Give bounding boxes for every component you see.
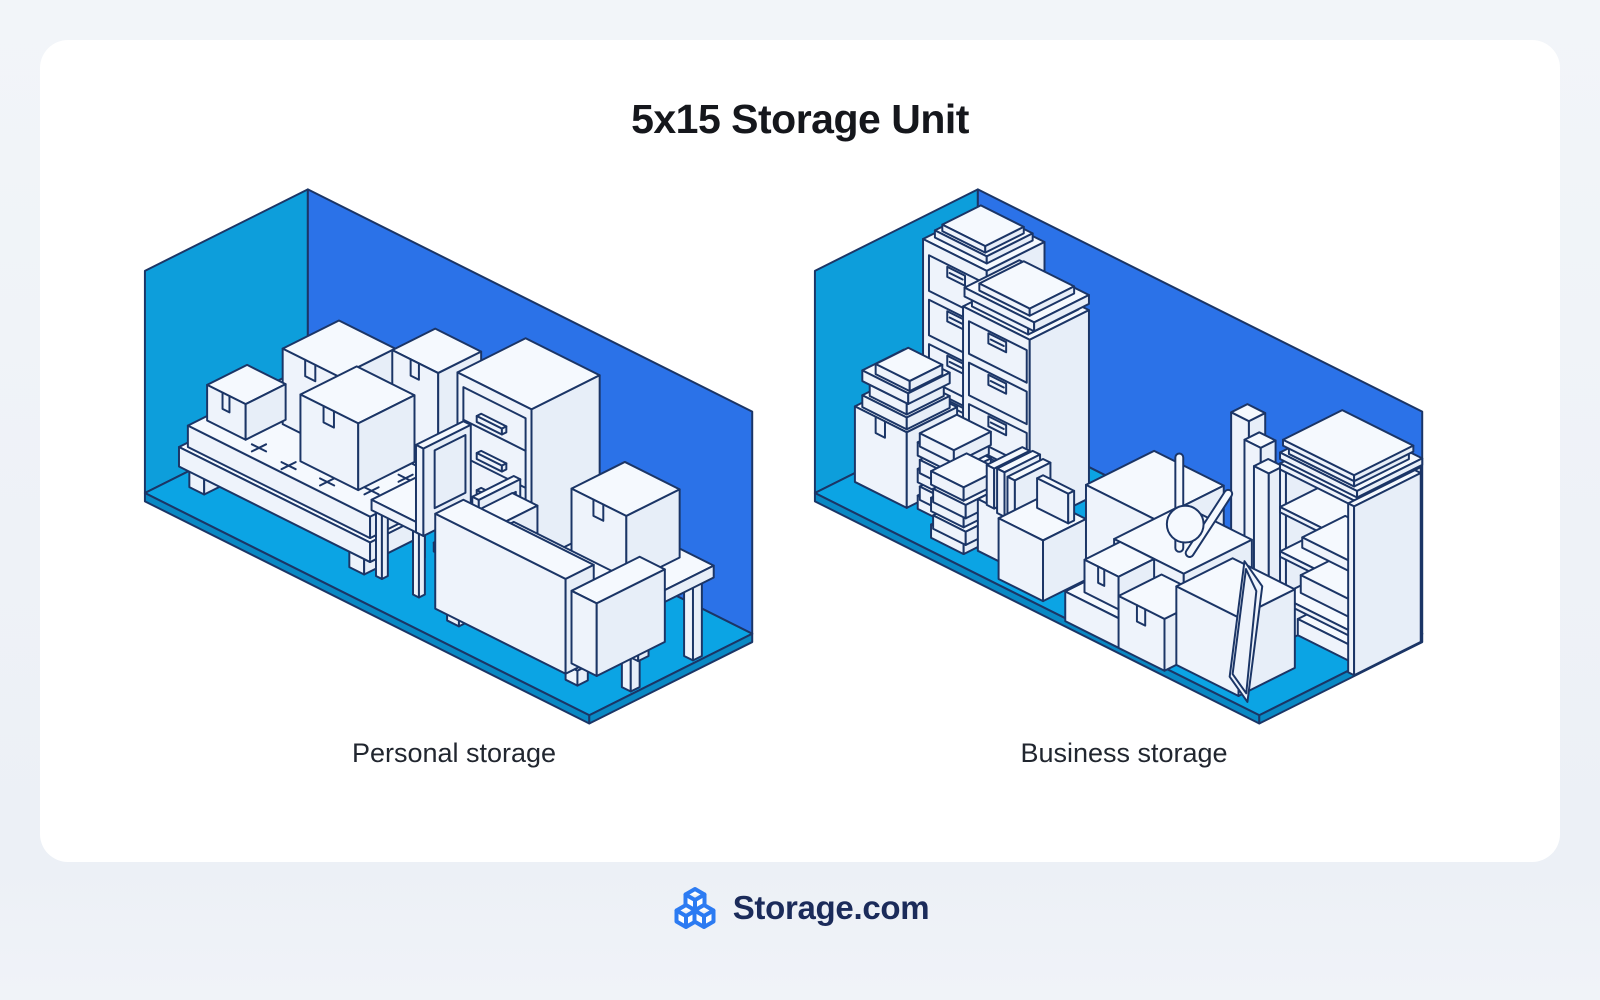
box-on-bed-front (299, 365, 416, 492)
box-with-books (853, 346, 959, 509)
infographic-card: 5x15 Storage Unit Personal storage Busin… (40, 40, 1560, 862)
personal-storage-caption: Personal storage (351, 738, 557, 768)
mattress-sparkles (250, 443, 414, 496)
box-on-bed-small (206, 363, 287, 441)
business-storage-illustration (813, 188, 1424, 725)
personal-storage-illustration (143, 188, 754, 725)
storage-cubes-icon (671, 886, 719, 930)
sofa (434, 492, 666, 687)
shelving-unit (1279, 409, 1424, 677)
papers-on-cabinet-2 (963, 259, 1090, 336)
papers-on-cabinet (933, 204, 1034, 265)
brand-name: Storage.com (732, 889, 930, 926)
page-title: 5x15 Storage Unit (631, 96, 969, 142)
business-storage-caption: Business storage (1020, 738, 1228, 768)
file-box (997, 474, 1087, 603)
brand-footer: Storage.com (0, 886, 1600, 930)
leaning-board (1228, 560, 1264, 703)
